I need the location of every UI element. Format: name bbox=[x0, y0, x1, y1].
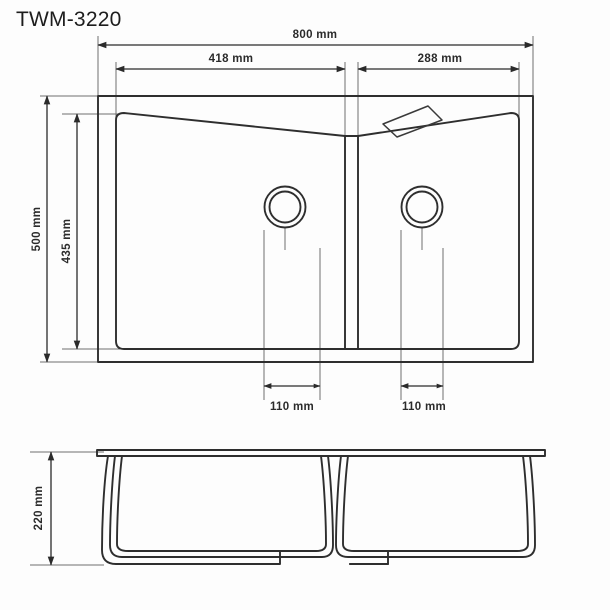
dimension-inner-depth: 435 mm bbox=[61, 113, 81, 350]
dimension-right-bowl-width: 288 mm bbox=[357, 53, 520, 73]
sink-rim-slab bbox=[96, 449, 546, 457]
right-drain-hole bbox=[400, 185, 444, 229]
dimension-overall-width: 800 mm bbox=[97, 29, 534, 49]
right-bowl-left-outer-wall bbox=[335, 455, 389, 565]
faucet-ledge bbox=[382, 105, 443, 138]
right-bowl-right-inner-wall bbox=[387, 455, 529, 552]
left-bowl-right-outer-wall bbox=[279, 455, 334, 558]
dimension-label-inner-depth: 435 mm bbox=[61, 219, 73, 264]
sink-inner-bowl bbox=[115, 112, 520, 350]
dimension-right-drain-offset: 110 mm bbox=[400, 383, 446, 413]
right-bowl-left-inner-wall bbox=[342, 455, 389, 558]
dimension-label-overall-width: 800 mm bbox=[293, 29, 338, 41]
left-drain-hole bbox=[263, 185, 307, 229]
left-bowl-right-inner-wall bbox=[279, 455, 327, 552]
top-view-group: 800 mm 418 mm 288 mm 500 mm 435 mm 110 m… bbox=[31, 29, 534, 413]
right-bowl-right-outer-wall bbox=[387, 455, 536, 558]
dimension-label-right-drain-offset: 110 mm bbox=[402, 401, 446, 413]
left-bowl-outer-wall bbox=[101, 455, 281, 565]
dimension-label-right-bowl-width: 288 mm bbox=[418, 53, 463, 65]
dimension-label-left-drain-offset: 110 mm bbox=[270, 401, 314, 413]
dimension-overall-depth: 500 mm bbox=[31, 95, 51, 363]
left-bowl-inner-wall bbox=[116, 455, 281, 558]
dimension-label-bowl-depth: 220 mm bbox=[33, 486, 45, 531]
dimension-bowl-depth: 220 mm bbox=[33, 451, 55, 566]
side-view-group: 220 mm bbox=[30, 449, 546, 566]
dimension-left-drain-offset: 110 mm bbox=[263, 383, 321, 413]
sink-outer-rim bbox=[97, 95, 534, 363]
page-title: TWM-3220 bbox=[16, 8, 121, 31]
dimension-left-bowl-width: 418 mm bbox=[115, 53, 346, 73]
dimension-label-left-bowl-width: 418 mm bbox=[209, 53, 254, 65]
dimension-label-overall-depth: 500 mm bbox=[31, 207, 43, 252]
top-view-extension-lines bbox=[40, 36, 534, 400]
